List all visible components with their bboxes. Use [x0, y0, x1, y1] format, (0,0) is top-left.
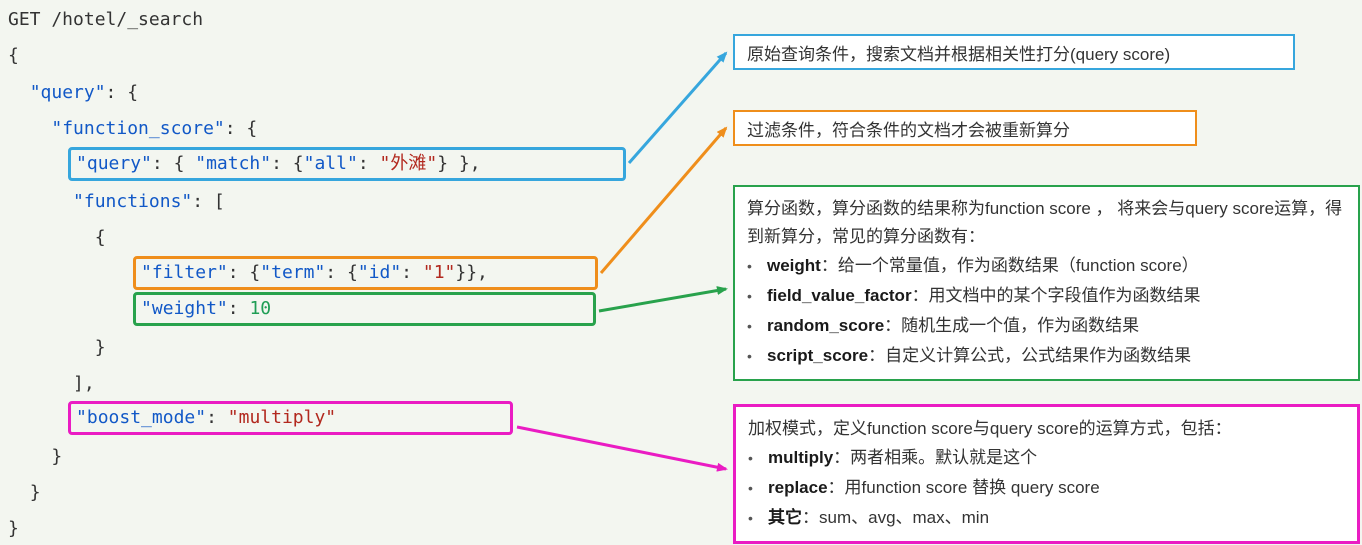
code-token-key: "functions" — [73, 190, 193, 212]
code-highlight-orange: "filter": {"term": {"id": "1"}}, — [133, 255, 599, 290]
code-line: { — [8, 220, 626, 256]
code-line: { — [8, 38, 626, 74]
bullet-label: replace — [768, 478, 828, 497]
code-highlight-blue: "query": { "match": {"all": "外滩"} }, — [68, 146, 627, 181]
code-token-plain: : { — [227, 261, 261, 283]
code-token-plain: } }, — [437, 152, 481, 174]
code-line: "functions": [ — [8, 184, 626, 220]
bullet-item: • replace：用function score 替换 query score — [748, 473, 1345, 503]
bullet-label: script_score — [767, 346, 869, 365]
code-highlight-magenta: "boost_mode": "multiply" — [68, 401, 514, 436]
bullet-text: ：自定义计算公式，公式结果作为函数结果 — [868, 346, 1192, 365]
bullet-icon: • — [748, 510, 753, 526]
code-token-plain: : — [357, 152, 380, 174]
code-token-key: "function_score" — [51, 118, 225, 140]
bullet-item: • field_value_factor：用文档中的某个字段值作为函数结果 — [747, 281, 1346, 311]
code-token-plain: : — [206, 407, 228, 429]
code-token-plain: } — [51, 445, 63, 467]
code-line: "function_score": { — [8, 111, 626, 147]
code-token-plain: : — [401, 261, 423, 283]
code-token-plain: } — [8, 518, 19, 540]
bullet-icon: • — [748, 480, 753, 496]
note-filter-text: 过滤条件，符合条件的文档才会被重新算分 — [747, 120, 1070, 140]
code-token-plain: GET /hotel/_search — [8, 9, 204, 30]
code-token-plain: { — [94, 227, 106, 249]
bullet-item: • weight：给一个常量值，作为函数结果（function score） — [747, 251, 1346, 281]
bullet-text: ：sum、avg、max、min — [802, 508, 990, 527]
note-function-score-intro: 算分函数，算分函数的结果称为function score ， 将来会与query… — [747, 199, 1343, 246]
bullet-text: ：用文档中的某个字段值作为函数结果 — [911, 286, 1201, 305]
code-token-plain: } — [94, 336, 106, 358]
code-token-key: "boost_mode" — [76, 407, 207, 429]
code-line: "query": { "match": {"all": "外滩"} }, — [8, 146, 627, 184]
code-token-key: "query" — [29, 81, 106, 103]
note-query-score: 原始查询条件，搜索文档并根据相关性打分(query score) — [733, 34, 1295, 70]
code-token-num: 10 — [249, 298, 272, 320]
code-token-key: "query" — [76, 152, 152, 174]
code-line: "query": { — [8, 75, 626, 111]
code-token-key: "term" — [260, 261, 326, 283]
code-token-plain: : [ — [192, 190, 225, 212]
bullet-item: • 其它：sum、avg、max、min — [748, 503, 1345, 533]
code-line: } — [8, 330, 626, 366]
bullet-icon: • — [748, 450, 753, 466]
bullet-label: 其它 — [768, 508, 802, 527]
note-boost-mode-list: • multiply：两者相乘。默认就是这个 • replace：用function … — [748, 443, 1345, 533]
code-line: ], — [8, 366, 626, 402]
note-query-score-text: 原始查询条件，搜索文档并根据相关性打分(query score) — [747, 44, 1171, 64]
code-token-plain: : { — [271, 152, 304, 174]
bullet-text: ：用function score 替换 query score — [827, 478, 1100, 497]
bullet-label: multiply — [768, 448, 834, 467]
code-token-str: "1" — [422, 261, 456, 283]
bullet-item: • multiply：两者相乘。默认就是这个 — [748, 443, 1345, 473]
code-token-key: "all" — [303, 152, 358, 174]
bullet-icon: • — [747, 288, 752, 304]
bullet-icon: • — [747, 258, 752, 274]
bullet-label: weight — [767, 256, 821, 275]
code-line: GET /hotel/_search — [8, 2, 626, 38]
code-block: GET /hotel/_search{ "query": { "function… — [8, 2, 627, 545]
bullet-text: ：给一个常量值，作为函数结果（function score） — [820, 256, 1199, 275]
code-token-str: "外滩" — [379, 152, 438, 174]
code-highlight-green: "weight": 10 — [133, 292, 597, 327]
code-line: "boost_mode": "multiply" — [8, 401, 626, 438]
code-line: } — [8, 439, 626, 475]
note-filter: 过滤条件，符合条件的文档才会被重新算分 — [733, 110, 1197, 146]
code-line: "filter": {"term": {"id": "1"}}, — [8, 255, 626, 293]
code-token-plain: : { — [151, 152, 196, 174]
note-boost-mode-intro: 加权模式，定义function score与query score的运算方式，包… — [748, 419, 1232, 438]
code-token-plain: : — [227, 298, 250, 320]
code-line: } — [8, 511, 626, 545]
bullet-item: • random_score：随机生成一个值，作为函数结果 — [747, 311, 1346, 341]
code-token-plain: : { — [325, 261, 358, 283]
code-token-plain: : { — [105, 81, 139, 103]
bullet-label: field_value_factor — [767, 286, 912, 305]
code-token-key: "filter" — [141, 261, 228, 283]
code-token-plain: ], — [73, 372, 95, 394]
bullet-text: ：两者相乘。默认就是这个 — [833, 448, 1038, 467]
code-token-key: "weight" — [141, 298, 228, 320]
code-line: "weight": 10 — [8, 292, 626, 329]
code-token-plain: } — [29, 482, 41, 504]
code-token-plain: { — [8, 45, 19, 67]
bullet-icon: • — [747, 318, 752, 334]
note-function-score: 算分函数，算分函数的结果称为function score ， 将来会与query… — [733, 185, 1360, 381]
code-token-key: "match" — [195, 152, 272, 174]
code-token-plain: }}, — [455, 261, 488, 283]
bullet-text: ：随机生成一个值，作为函数结果 — [884, 316, 1140, 335]
note-boost-mode: 加权模式，定义function score与query score的运算方式，包… — [733, 404, 1360, 544]
code-token-str: "multiply" — [227, 407, 337, 429]
note-function-score-list: • weight：给一个常量值，作为函数结果（function score） • fi… — [747, 251, 1346, 371]
code-token-key: "id" — [357, 261, 402, 283]
bullet-label: random_score — [767, 316, 885, 335]
arrow-query — [627, 51, 728, 164]
code-token-plain: : { — [224, 118, 258, 140]
bullet-icon: • — [747, 348, 752, 364]
code-line: } — [8, 475, 626, 511]
bullet-item: • script_score：自定义计算公式，公式结果作为函数结果 — [747, 341, 1346, 371]
